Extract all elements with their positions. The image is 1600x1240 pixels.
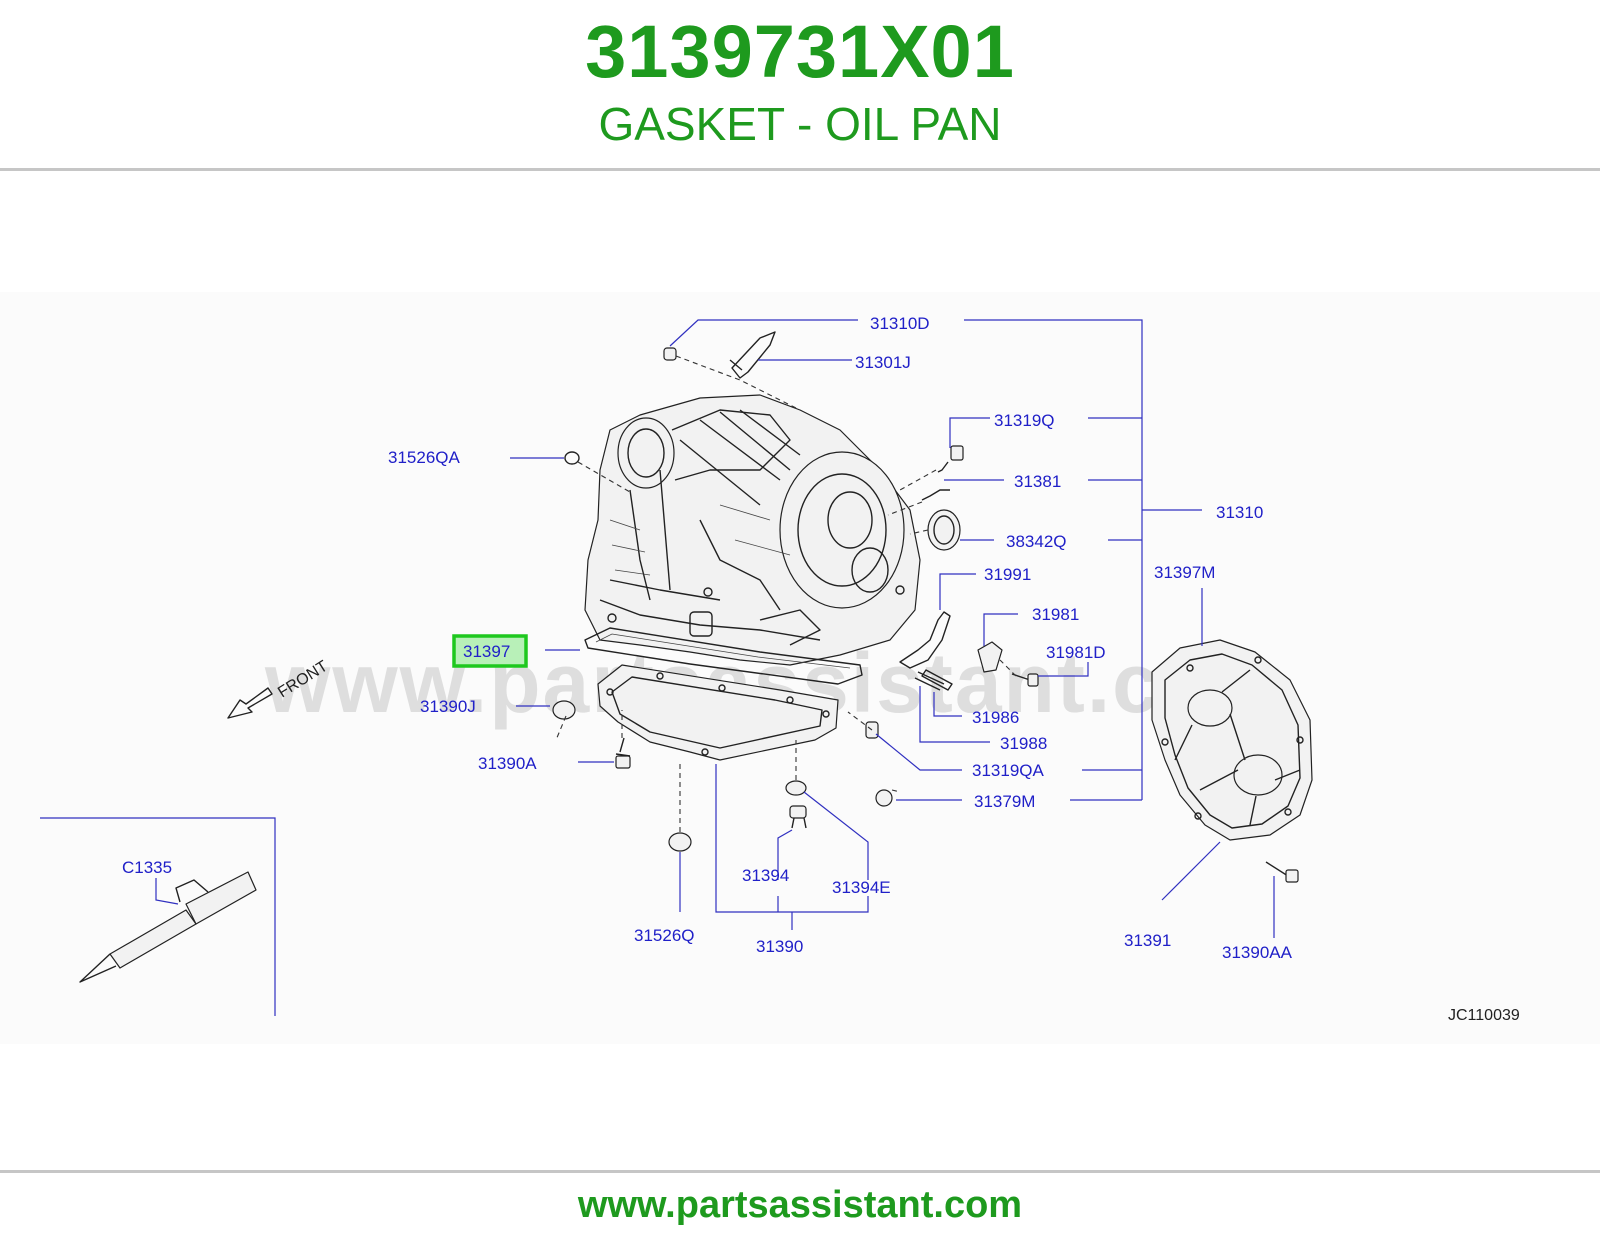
small-parts bbox=[552, 331, 1299, 883]
callout-31526qa[interactable]: 31526QA bbox=[388, 448, 460, 467]
oil-pan-gasket bbox=[584, 627, 863, 685]
callout-31319q[interactable]: 31319Q bbox=[994, 411, 1055, 430]
page-header: 3139731X01 GASKET - OIL PAN bbox=[0, 0, 1600, 168]
oil-pan bbox=[597, 664, 839, 761]
callout-31986[interactable]: 31986 bbox=[972, 708, 1019, 727]
footer-url[interactable]: www.partsassistant.com bbox=[577, 1184, 1023, 1226]
callout-31310d[interactable]: 31310D bbox=[870, 314, 930, 333]
part-name-subtitle: GASKET - OIL PAN bbox=[598, 98, 1002, 150]
diagram-code: JC110039 bbox=[1448, 1007, 1520, 1024]
callout-31981d[interactable]: 31981D bbox=[1046, 643, 1106, 662]
callout-31390a[interactable]: 31390A bbox=[478, 754, 537, 773]
dashed-guides bbox=[555, 355, 1017, 832]
callout-31319qa[interactable]: 31319QA bbox=[972, 761, 1044, 780]
callout-31394e[interactable]: 31394E bbox=[832, 878, 891, 897]
callout-31390aa[interactable]: 31390AA bbox=[1222, 943, 1293, 962]
footer-divider bbox=[0, 1170, 1600, 1173]
header-divider bbox=[0, 168, 1600, 171]
side-cover bbox=[1151, 639, 1313, 841]
sealant-tube bbox=[79, 871, 257, 983]
callout-31397[interactable]: 31397 bbox=[463, 642, 510, 661]
callout-31390j[interactable]: 31390J bbox=[420, 697, 476, 716]
callout-c1335[interactable]: C1335 bbox=[122, 858, 172, 877]
callout-31391[interactable]: 31391 bbox=[1124, 931, 1171, 950]
callout-31379m[interactable]: 31379M bbox=[974, 792, 1035, 811]
highlight-box bbox=[452, 634, 528, 668]
callout-31397m[interactable]: 31397M bbox=[1154, 563, 1215, 582]
callout-31991[interactable]: 31991 bbox=[984, 565, 1031, 584]
leader-lines bbox=[40, 319, 1275, 1016]
callout-31301j[interactable]: 31301J bbox=[855, 353, 911, 372]
callout-31394[interactable]: 31394 bbox=[742, 866, 789, 885]
callout-31310[interactable]: 31310 bbox=[1216, 503, 1263, 522]
callout-31381[interactable]: 31381 bbox=[1014, 472, 1061, 491]
callout-31988[interactable]: 31988 bbox=[1000, 734, 1047, 753]
part-number-title: 3139731X01 bbox=[585, 10, 1015, 93]
transmission-case bbox=[584, 394, 921, 666]
callout-labels: 31310D 31301J 31319Q 31526QA 31381 31310… bbox=[122, 314, 1293, 962]
callout-31981[interactable]: 31981 bbox=[1032, 605, 1079, 624]
callout-31526q[interactable]: 31526Q bbox=[634, 926, 695, 945]
callout-38342q[interactable]: 38342Q bbox=[1006, 532, 1067, 551]
callout-31390[interactable]: 31390 bbox=[756, 937, 803, 956]
